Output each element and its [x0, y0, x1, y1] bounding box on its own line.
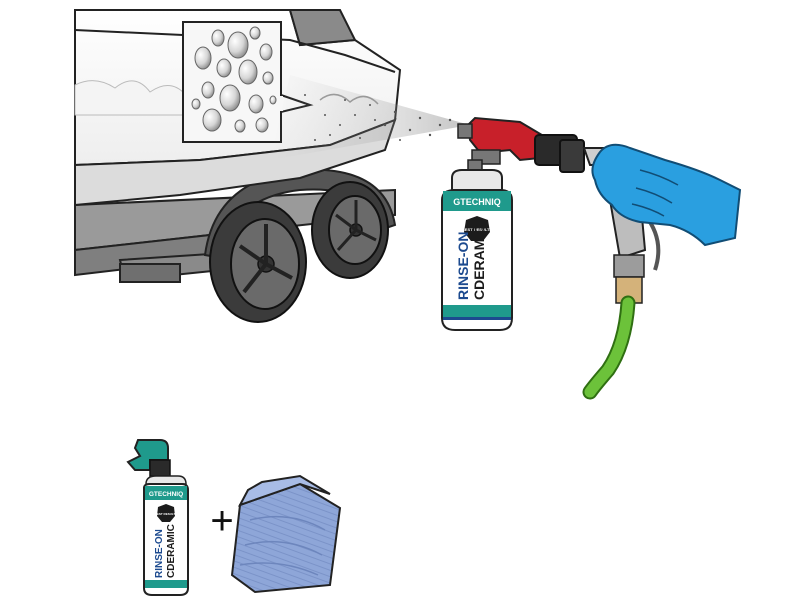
hose-end-sprayer: [457, 116, 742, 400]
small-bottle-brand: GTECHNIQ: [149, 491, 183, 498]
water-droplets: [191, 26, 277, 133]
spray-trigger-icon: [126, 439, 169, 471]
large-product-bottle: GTECHNIQ BEST RESULTS RINSE-ON CDERAMIC: [441, 159, 513, 331]
small-bottle-product-line1: RINSE-ON: [154, 529, 165, 578]
small-spray-bottle: GTECHNIQ BEST RESULTS RINSE-ON CDERAMIC: [126, 439, 189, 596]
large-bottle-badge: [464, 216, 490, 241]
trailer-wheel-front: [209, 201, 307, 323]
microfibre-cloth-icon: [230, 474, 342, 594]
small-bottle-badge: [157, 504, 175, 522]
large-bottle-product-line1: RINSE-ON: [455, 232, 471, 300]
boat-trailer-group: [74, 9, 402, 323]
trailer-wheel-rear: [311, 181, 389, 279]
spray-mist: [270, 75, 470, 160]
small-bottle-badge-text: BEST RESULTS: [155, 512, 178, 516]
small-bottle-product-line2: CDERAMIC: [166, 524, 177, 578]
glove-hand-icon: [591, 143, 742, 247]
large-bottle-product-line2: CDERAMIC: [471, 225, 487, 300]
plus-symbol: +: [210, 499, 233, 543]
water-beading-inset: [182, 21, 314, 143]
large-bottle-brand: GTECHNIQ: [453, 197, 501, 207]
large-bottle-badge-text: BEST RESULTS: [462, 227, 492, 232]
